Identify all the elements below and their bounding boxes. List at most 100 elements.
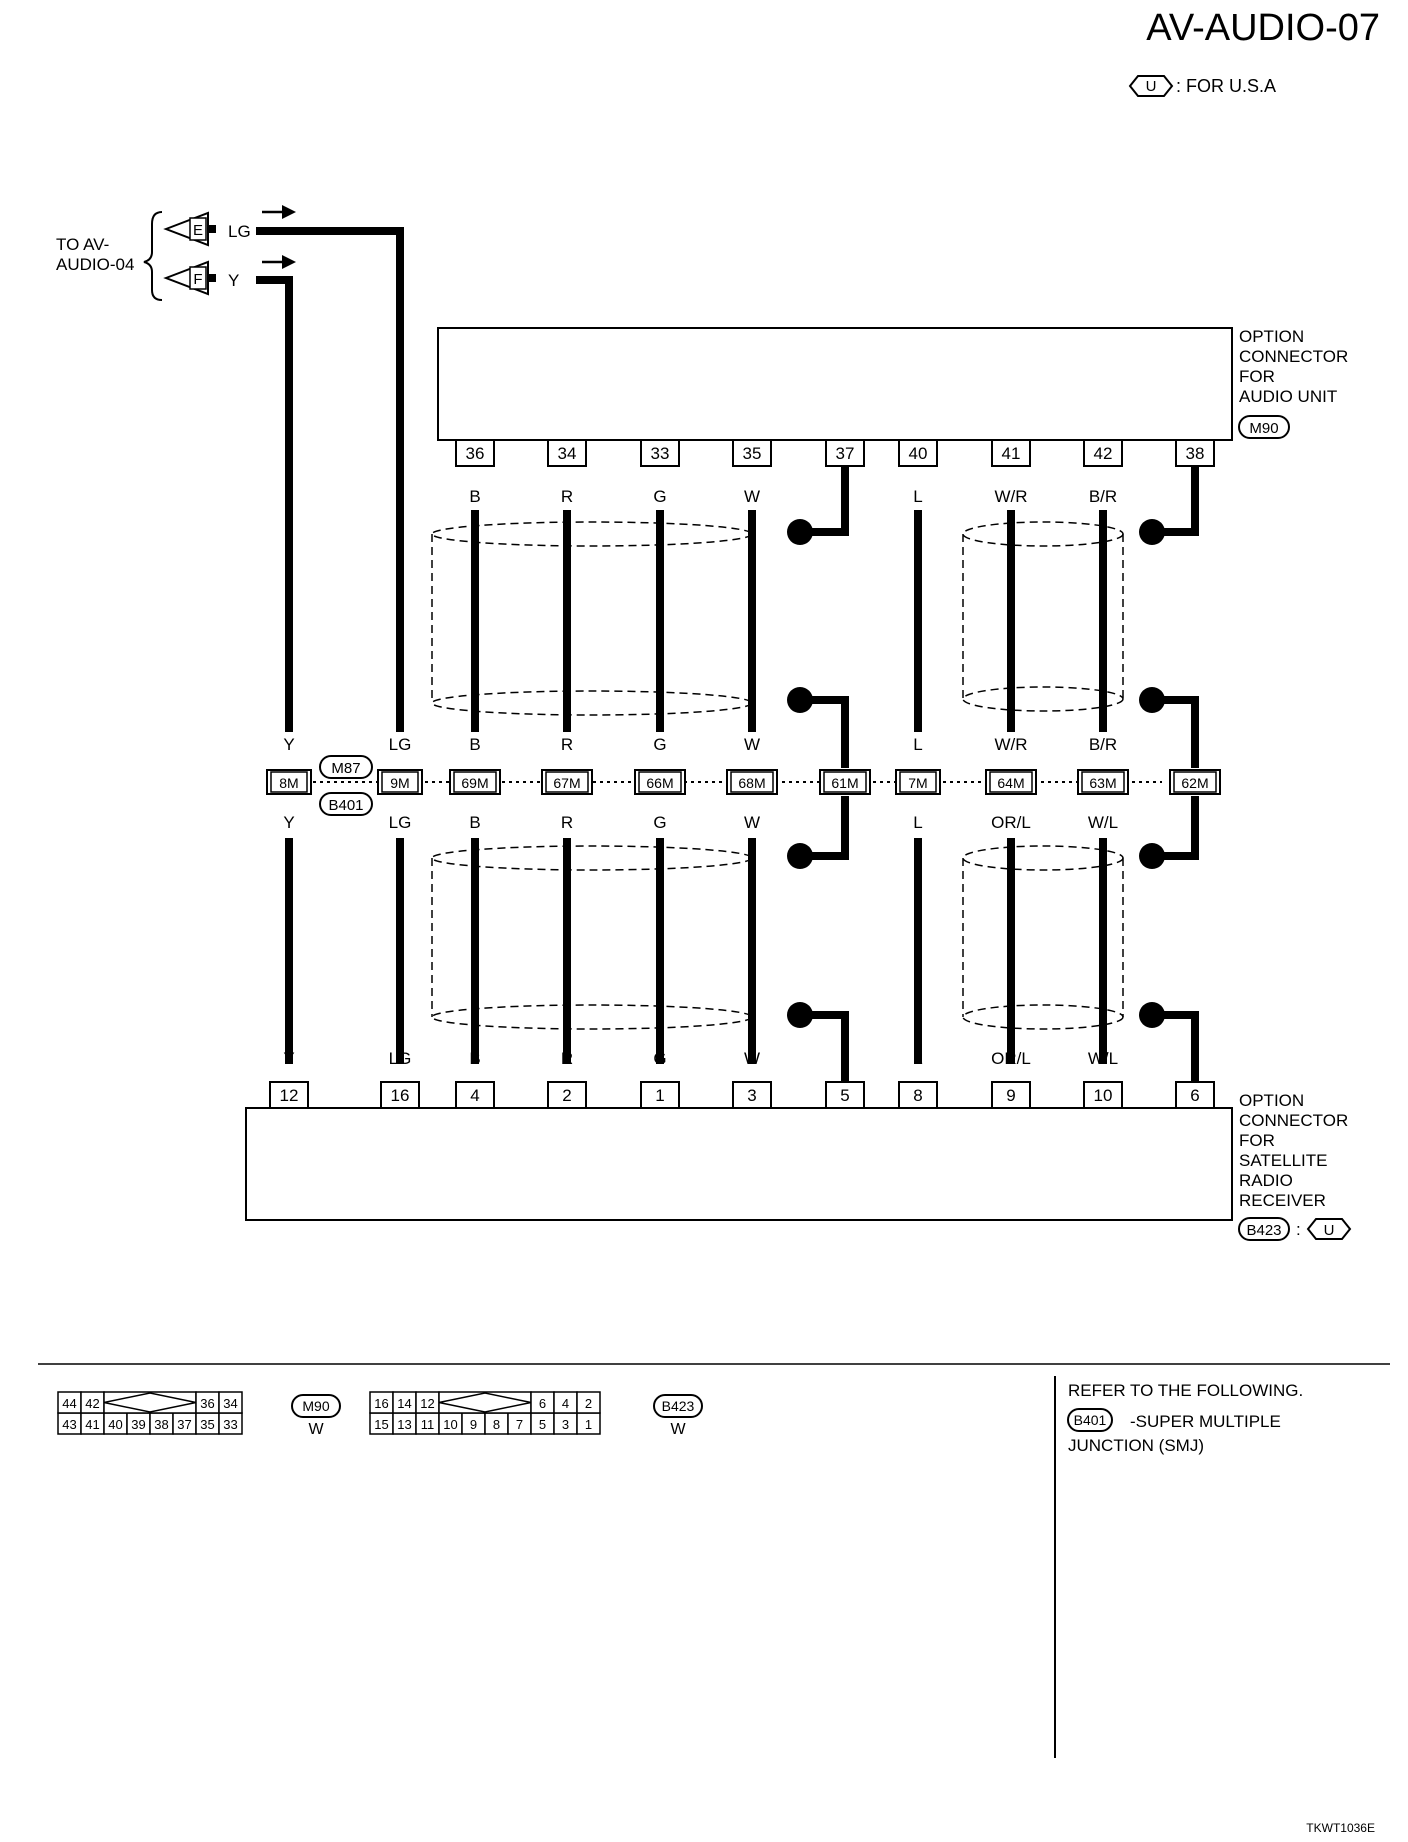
wire-color-below-junction: W (744, 813, 760, 832)
top-pin-label: 34 (558, 444, 577, 463)
legend: U : FOR U.S.A (1128, 75, 1276, 97)
reference-connector-badge (1067, 1408, 1113, 1432)
connector-view-color: W (308, 1421, 324, 1438)
wire-color-bottom: Y (283, 1049, 294, 1068)
reference-connector: B401 (1074, 1412, 1107, 1428)
drain-wire-lower-a (1152, 796, 1199, 860)
shield-ground-dot (1139, 687, 1165, 713)
connector-pin-label: 40 (108, 1417, 122, 1432)
connector-pin-label: 35 (200, 1417, 214, 1432)
left-source-brace (143, 211, 163, 301)
top-pin-label: 33 (651, 444, 670, 463)
wire-color-top: R (561, 487, 573, 506)
audio-unit-connector-badge (1238, 415, 1290, 439)
wire-color-bottom: LG (389, 1049, 412, 1068)
wire-color-bottom: OR/L (991, 1049, 1031, 1068)
terminal-f-letter: F (193, 271, 202, 288)
wire-color-below-junction: OR/L (991, 813, 1031, 832)
junction-label: 8M (279, 775, 298, 791)
shield-upper-right (962, 521, 1124, 712)
shield-ground-dot (787, 687, 813, 713)
connector-pin-label: 42 (85, 1396, 99, 1411)
wire-color-bottom: B (469, 1049, 480, 1068)
junction-label: 66M (646, 775, 673, 791)
junction-box (270, 771, 308, 793)
wire-color-below-junction: R (561, 813, 573, 832)
wire-color-top: W (744, 487, 760, 506)
audio-unit-label-4: AUDIO UNIT (1239, 387, 1337, 406)
wire-color-above-junction: W/R (994, 735, 1027, 754)
top-pin-label: 41 (1002, 444, 1021, 463)
bottom-pin-box (732, 1081, 772, 1109)
drain-wire-upper-a (1152, 466, 1199, 536)
audio-unit-label-3: FOR (1239, 367, 1275, 386)
connector-pin-label: 43 (62, 1417, 76, 1432)
satellite-label-1: OPTION (1239, 1091, 1304, 1110)
shield-ground-dot (1139, 519, 1165, 545)
connector-pin-label: 38 (154, 1417, 168, 1432)
wire-color-below-junction: B (469, 813, 480, 832)
connector-pin-label: 3 (562, 1417, 569, 1432)
connector-pin-label: 10 (443, 1417, 457, 1432)
legend-badge: U (1128, 75, 1174, 97)
junction-upper-connector: M87 (331, 760, 360, 777)
connector-cell (576, 1391, 601, 1414)
reference-text-1: -SUPER MULTIPLE (1130, 1412, 1281, 1431)
junction-box (381, 771, 419, 793)
bottom-pin-label: 16 (391, 1086, 410, 1105)
wire-color-bottom: R (561, 1049, 573, 1068)
bottom-pin-box (825, 1081, 865, 1109)
top-pin-label: 37 (836, 444, 855, 463)
connector-pin-label: 4 (562, 1396, 569, 1411)
wire-color-top: G (653, 487, 666, 506)
satellite-receiver: OPTION CONNECTOR FOR SATELLITE RADIO REC… (245, 1091, 1352, 1241)
bottom-pin-label: 1 (655, 1086, 664, 1105)
junction-label: 63M (1089, 775, 1116, 791)
bottom-pin-box (1083, 1081, 1123, 1109)
top-pin-box (898, 439, 938, 467)
connector-pin-label: 14 (397, 1396, 411, 1411)
left-source-label-2: AUDIO-04 (56, 255, 134, 274)
junction-label: 9M (390, 775, 409, 791)
bottom-pin-label: 10 (1094, 1086, 1113, 1105)
connector-pin-label: 5 (539, 1417, 546, 1432)
legend-text: : FOR U.S.A (1176, 76, 1276, 96)
wire-color-below-junction: LG (389, 813, 412, 832)
wire-color-bottom: L (913, 1049, 922, 1068)
wire-color-bottom: W/L (1088, 1049, 1118, 1068)
top-pin-box (455, 439, 495, 467)
shield-ground-dot (787, 843, 813, 869)
connector-cell (218, 1391, 243, 1414)
junction-connector-labels: M87 B401 (319, 755, 373, 816)
drain-wire-lower-b (800, 1011, 849, 1082)
satellite-connector-badge (1238, 1217, 1290, 1241)
top-pin-box (640, 439, 680, 467)
wire-color-above-junction: W (744, 735, 760, 754)
figure-code: TKWT1036E (1306, 1821, 1375, 1835)
bottom-pin-label: 6 (1190, 1086, 1199, 1105)
legend-badge-label: U (1146, 78, 1157, 95)
bottom-pin-box (547, 1081, 587, 1109)
shield-lower-right (962, 845, 1124, 1030)
top-pin-label: 35 (743, 444, 762, 463)
bottom-pin-box (640, 1081, 680, 1109)
junction-box (545, 771, 589, 793)
wire-lg-feed (256, 227, 404, 732)
wire-color-above-junction: B/R (1089, 735, 1117, 754)
bottom-pin-box (380, 1081, 420, 1109)
drain-wire-lower-a (800, 796, 849, 860)
satellite-receiver-box (245, 1107, 1233, 1221)
drain-wire-upper-b (800, 696, 849, 768)
connector-pin-label: 44 (62, 1396, 76, 1411)
junction-box (453, 771, 497, 793)
reference-block: REFER TO THE FOLLOWING. B401 -SUPER MULT… (1067, 1381, 1303, 1455)
audio-unit-box (437, 327, 1233, 441)
bottom-pin-label: 9 (1006, 1086, 1015, 1105)
junction-lower-connector: B401 (328, 797, 363, 814)
junction-box (823, 771, 867, 793)
